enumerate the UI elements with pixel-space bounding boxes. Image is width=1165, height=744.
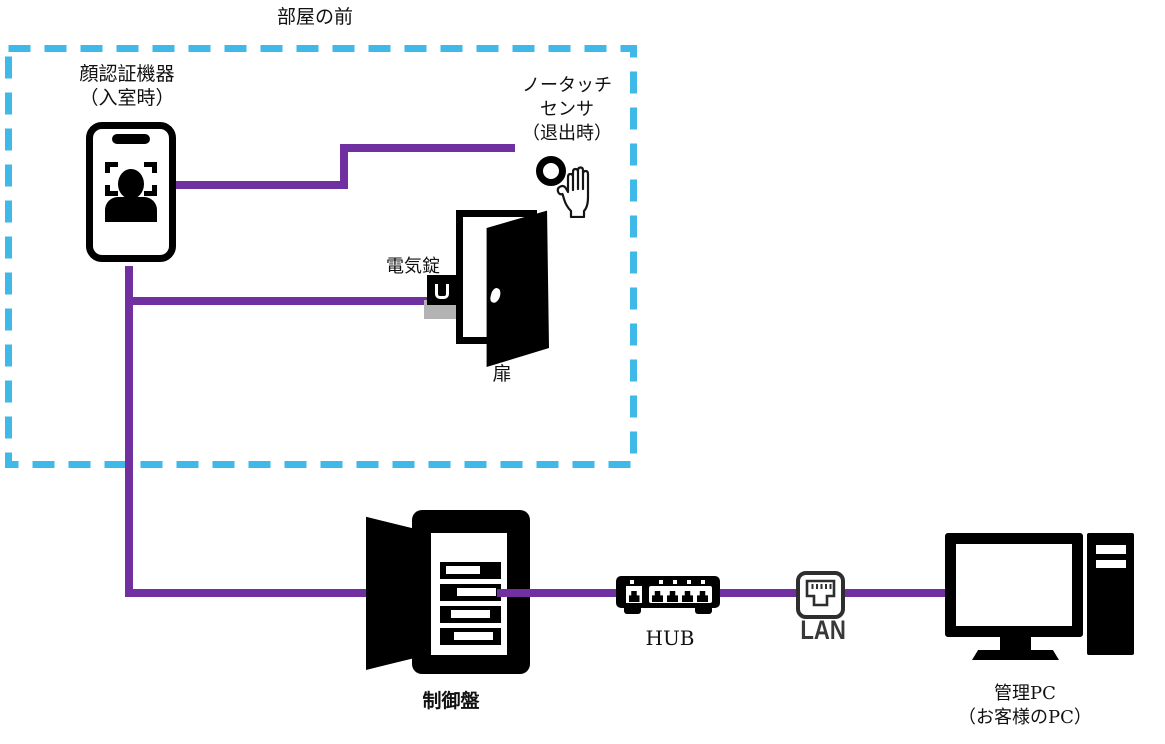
- door-label: 扉: [492, 363, 512, 385]
- lan-port-icon: [796, 571, 845, 619]
- breaker-row: [440, 562, 501, 579]
- breaker-row: [440, 584, 501, 601]
- lan-label: LAN: [800, 615, 846, 645]
- wire-to-electric-lock: [125, 297, 432, 305]
- breaker-handle: [454, 632, 493, 640]
- diagram-title: 部屋の前: [276, 6, 353, 28]
- hub-jack: [697, 591, 708, 602]
- door-handle: [489, 287, 502, 304]
- management-pc-label-line1: 管理PC: [994, 683, 1056, 704]
- pc-monitor-base: [972, 650, 1059, 660]
- hub-led: [701, 580, 705, 584]
- management-pc-label-line2: （お客様のPC）: [958, 707, 1092, 728]
- lock-latch-shape: [435, 284, 449, 299]
- sensor-label-line1: ノータッチ: [522, 75, 612, 96]
- breaker-handle: [451, 610, 490, 618]
- no-touch-sensor-button-icon: [536, 156, 566, 186]
- phone-body: [86, 122, 176, 262]
- face-shoulders-icon: [105, 197, 157, 222]
- hub-jack: [682, 591, 693, 602]
- hub-label: HUB: [645, 626, 695, 650]
- rj45-jack-icon: [805, 579, 836, 607]
- face-device-label-line1: 顔認証機器: [79, 63, 175, 85]
- hub-led: [687, 580, 691, 584]
- pc-tower-slot: [1096, 560, 1126, 568]
- control-panel-label: 制御盤: [422, 690, 480, 712]
- wire-face-device-to-sensor-seg3: [340, 144, 515, 152]
- door-panel-icon: [486, 210, 549, 367]
- pc-monitor-icon: [945, 533, 1083, 637]
- sensor-label-line2: センサ: [540, 99, 594, 120]
- bracket-bottom-right: [144, 185, 157, 196]
- electric-lock-icon: [427, 275, 457, 305]
- hub-led: [659, 580, 663, 584]
- bracket-bottom-left: [105, 185, 118, 196]
- pc-tower-slot: [1096, 545, 1126, 554]
- hub-jack: [652, 591, 663, 602]
- zone-rect: [5, 45, 637, 468]
- face-head-icon: [118, 169, 144, 199]
- hub-port-group: [649, 586, 712, 603]
- face-device-label-line2: （入室時）: [79, 87, 175, 109]
- wire-face-device-to-sensor-seg2: [340, 144, 348, 189]
- face-recognition-device-icon: [86, 122, 176, 262]
- hub-foot: [695, 608, 712, 614]
- bracket-top-right: [144, 162, 157, 173]
- hub-jack: [628, 591, 640, 602]
- breaker-handle: [446, 566, 480, 574]
- hub-uplink-port: [626, 586, 642, 603]
- hand-icon: [556, 166, 590, 218]
- pc-monitor-stand: [1000, 637, 1031, 651]
- hub-led: [630, 580, 634, 584]
- electric-lock-label: 電気錠: [386, 256, 440, 277]
- control-panel-interior: [431, 533, 507, 655]
- wire-panel-to-hub-overlay: [497, 589, 620, 597]
- sensor-label-line3: （退出時）: [522, 123, 612, 144]
- wire-face-device-down: [125, 266, 133, 597]
- breaker-row: [440, 628, 501, 645]
- phone-notch: [112, 134, 150, 144]
- breaker-handle: [457, 588, 496, 596]
- hub-icon: [616, 576, 720, 608]
- breaker-row: [440, 606, 501, 623]
- wire-face-device-to-sensor-seg1: [174, 181, 348, 189]
- bracket-top-left: [105, 162, 118, 173]
- face-scan-brackets-icon: [105, 162, 157, 196]
- hub-foot: [624, 608, 641, 614]
- hub-jack: [667, 591, 678, 602]
- hub-led: [673, 580, 677, 584]
